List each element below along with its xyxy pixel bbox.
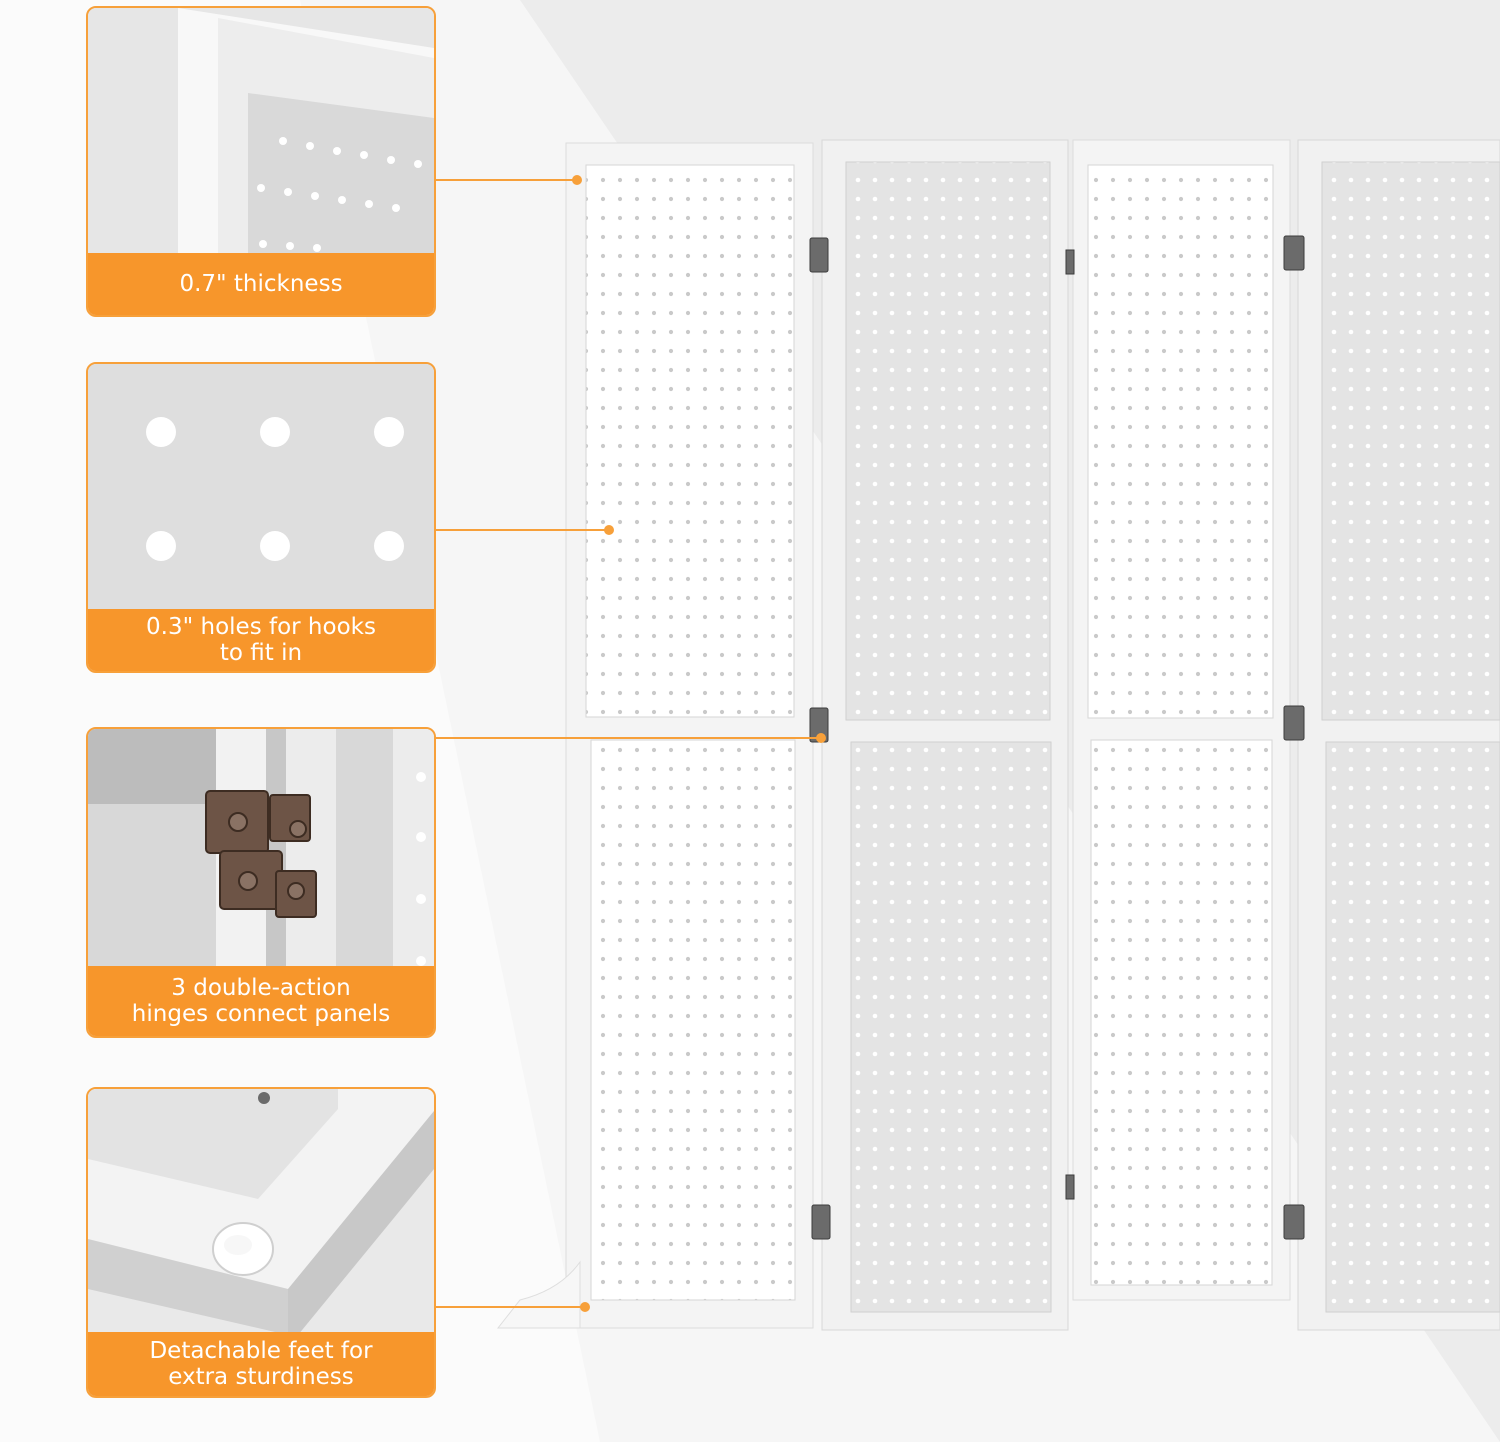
leader-dot-2 — [604, 525, 614, 535]
caption-line: to fit in — [219, 640, 303, 666]
leader-dot-3 — [816, 733, 826, 743]
leader-dot-1 — [572, 175, 582, 185]
callout-feet: Detachable feet for extra sturdiness — [86, 1087, 436, 1398]
callout-holes: 0.3" holes for hooks to fit in — [86, 362, 436, 673]
caption-line: hinges connect panels — [131, 1001, 391, 1027]
caption-line: 3 double-action — [171, 975, 351, 1001]
leader-dot-4 — [580, 1302, 590, 1312]
leader-line-3 — [436, 737, 820, 739]
callout-thickness: 0.7" thickness — [86, 6, 436, 317]
caption-line: extra sturdiness — [168, 1364, 354, 1390]
caption-line: 0.3" holes for hooks — [146, 614, 376, 640]
foot — [496, 1260, 581, 1329]
hinge-icon — [205, 790, 317, 918]
hinge-closeup-image — [88, 729, 434, 971]
panel-1 — [565, 142, 814, 1329]
caption-line: 0.7" thickness — [179, 271, 343, 297]
leader-line-1 — [436, 179, 578, 181]
caption-line: Detachable feet for — [149, 1338, 373, 1364]
panel-4 — [1297, 139, 1500, 1331]
thickness-closeup-image — [88, 8, 434, 258]
foot-bumper-icon — [212, 1222, 274, 1276]
panel-3 — [1072, 139, 1291, 1301]
panel-2 — [821, 139, 1069, 1331]
hinge-icon — [809, 235, 1305, 1240]
foot-closeup-image — [88, 1089, 434, 1335]
callout-hinges: 3 double-action hinges connect panels — [86, 727, 436, 1038]
leader-line-2 — [436, 529, 610, 531]
leader-line-4 — [436, 1306, 586, 1308]
holes-closeup-image — [88, 364, 434, 614]
